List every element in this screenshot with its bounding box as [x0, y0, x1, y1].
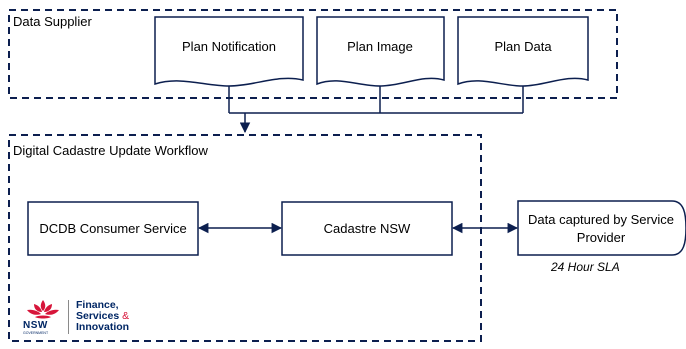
org-ampersand: &: [122, 310, 130, 322]
org-line2: Services: [76, 310, 120, 322]
plan-image-doc: [316, 16, 445, 87]
dcdb-consumer-service-box: [27, 201, 199, 256]
workflow-label: Digital Cadastre Update Workflow: [13, 143, 208, 158]
org-line2-wrap: Services &: [76, 311, 129, 322]
org-line1: Finance,: [76, 299, 119, 311]
cadastre-nsw-label: Cadastre NSW: [324, 221, 411, 236]
plan-notification-doc: [154, 16, 304, 87]
plan-data-label: Plan Data: [494, 39, 552, 54]
nsw-finance-logo: NSW GOVERNMENT Finance, Services & Innov…: [20, 298, 150, 338]
workflow-region: [8, 134, 482, 342]
plan-data-doc: [457, 16, 589, 87]
sla-note: 24 Hour SLA: [551, 260, 620, 274]
plan-notification-label: Plan Notification: [182, 39, 276, 54]
service-provider-box: [517, 200, 686, 256]
logo-divider: [68, 300, 69, 334]
nsw-government-text: GOVERNMENT: [23, 331, 49, 335]
service-provider-label-line1: Data captured by Service: [528, 212, 674, 227]
data-supplier-label: Data Supplier: [13, 14, 92, 29]
plan-image-label: Plan Image: [347, 39, 413, 54]
dcdb-consumer-service-label: DCDB Consumer Service: [39, 221, 186, 236]
nsw-wordmark: NSW: [23, 320, 48, 331]
waratah-icon: [27, 300, 59, 319]
data-supplier-region: [8, 9, 618, 99]
org-line3: Innovation: [76, 321, 130, 333]
service-provider-label-line2: Provider: [577, 230, 626, 245]
org-name: Finance, Services & Innovation: [76, 300, 129, 333]
